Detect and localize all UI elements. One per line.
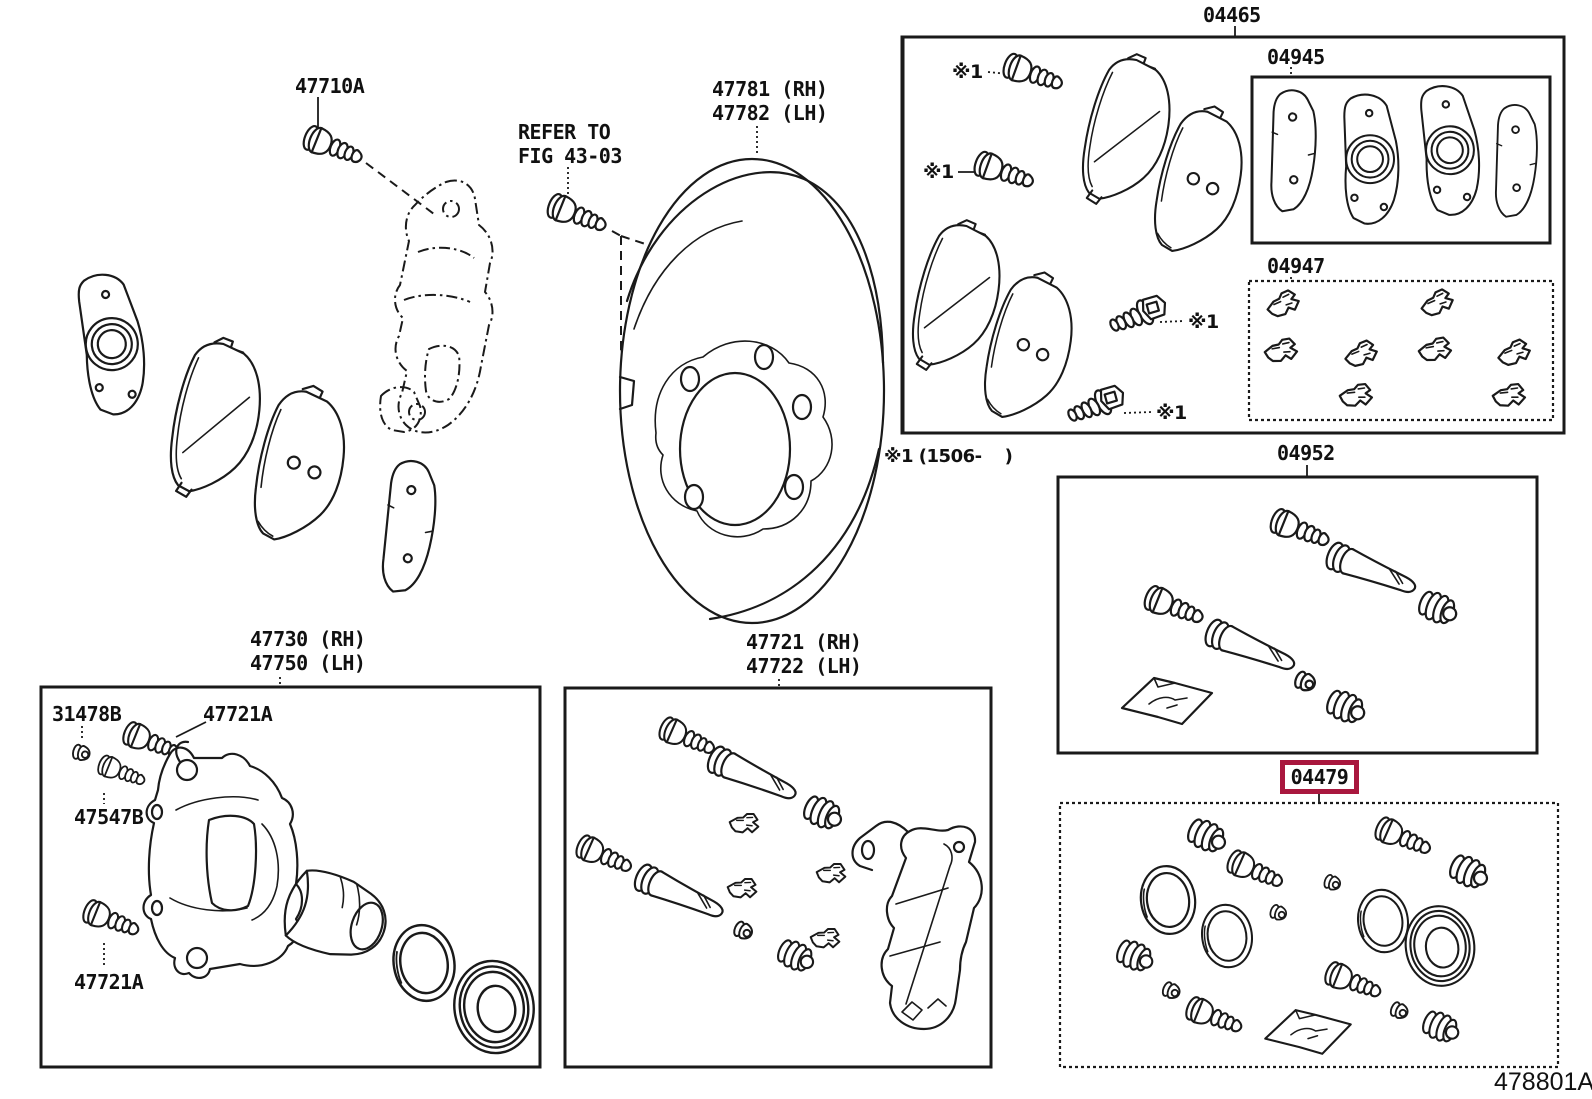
projection-lines (365, 162, 715, 447)
part-label-47710a[interactable]: 47710A (295, 74, 365, 98)
part-label-47722[interactable]: 47722 (LH) (746, 654, 862, 678)
antisqueal-shim-kit-contents (1265, 82, 1542, 225)
part-label-47730-47750[interactable]: 47730 (RH)47750 (LH) (250, 627, 366, 675)
part-label-47782[interactable]: 47782 (LH) (712, 101, 828, 125)
ref-mark-2: ※1 (923, 161, 954, 183)
pad-and-shim-drawings (75, 122, 444, 597)
part-label-04947[interactable]: 04947 (1267, 254, 1325, 278)
part-label-04479[interactable]: 04479 (1290, 765, 1349, 789)
part-label-47781-47782[interactable]: 47781 (RH)47782 (LH) (712, 77, 828, 125)
ref-mark-3: ※1 (1188, 311, 1219, 333)
dust-shield-drawing (543, 157, 886, 625)
part-label-47730[interactable]: 47730 (RH) (250, 627, 366, 651)
leader-lines (81, 26, 1320, 968)
part-label-47781[interactable]: 47781 (RH) (712, 77, 828, 101)
part-label-47721a-upper[interactable]: 47721A (203, 702, 273, 726)
ref-mark-4: ※1 (1156, 402, 1187, 424)
part-label-04465[interactable]: 04465 (1203, 3, 1261, 27)
pin-kit-contents (1120, 505, 1463, 729)
part-label-47750[interactable]: 47750 (LH) (250, 651, 366, 675)
part-label-47721-47722[interactable]: 47721 (RH)47722 (LH) (746, 630, 862, 678)
highlighted-part-box[interactable]: 04479 (1280, 760, 1359, 794)
part-label-47547b[interactable]: 47547B (74, 805, 144, 829)
part-label-47721[interactable]: 47721 (RH) (746, 630, 862, 654)
fitting-kit-contents (1262, 287, 1533, 411)
refer-note-line2: FIG 43-03 (518, 144, 622, 168)
pad-kit-contents (902, 46, 1256, 432)
mounting-bracket-kit-drawing (572, 713, 983, 1031)
applicability-note: ※1 (1506- ) (884, 446, 1013, 467)
part-label-31478b[interactable]: 31478B (52, 702, 122, 726)
part-label-04952[interactable]: 04952 (1277, 441, 1335, 465)
ref-mark-1: ※1 (952, 61, 983, 83)
cylinder-kit-contents (1112, 813, 1494, 1055)
kit-boxes (39, 35, 1566, 1069)
caliper-bracket-outline (379, 179, 494, 434)
part-label-47721a-lower[interactable]: 47721A (74, 970, 144, 994)
part-label-04945[interactable]: 04945 (1267, 45, 1325, 69)
figure-code: 478801A (1494, 1068, 1592, 1096)
caliper-assembly-drawing (70, 718, 541, 1060)
refer-note-line1: REFER TO (518, 120, 611, 144)
